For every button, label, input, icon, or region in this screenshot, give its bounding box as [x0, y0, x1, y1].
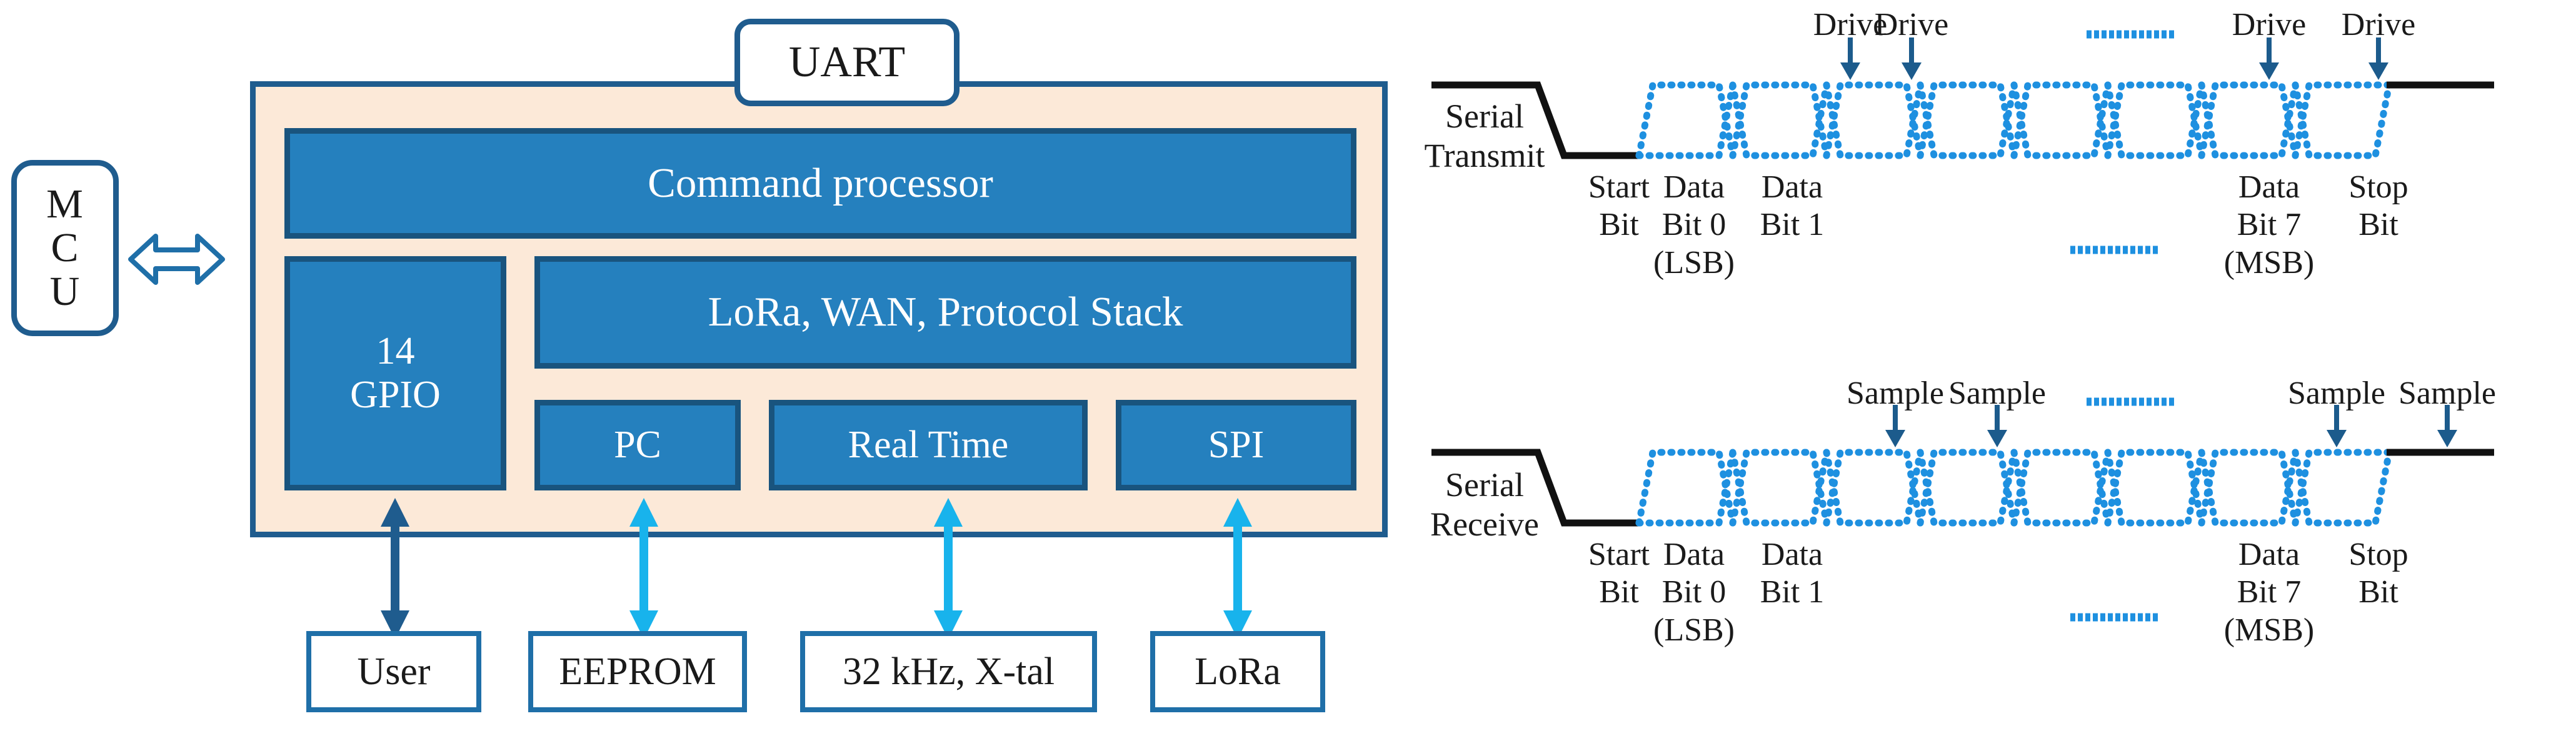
xtal-connection-arrow-icon [931, 497, 965, 640]
tx-drive-arrow-icons [1840, 37, 2388, 80]
rx-data-eye-pattern [1635, 449, 2393, 527]
tx-data-bit7-line3: (MSB) [2223, 244, 2315, 281]
rx-start-bit-label: Start Bit [1563, 536, 1675, 612]
rx-start-bit-line2: Bit [1599, 574, 1639, 610]
peripheral-eeprom-label: EEPROM [559, 650, 716, 693]
rx-data-bit0-label: Data Bit 0 (LSB) [1638, 536, 1750, 649]
mcu-letter-m: M [46, 181, 84, 227]
tx-data-bit0-line2: Bit 0 [1661, 207, 1727, 243]
rx-data-bit7-line1: Data [2238, 537, 2300, 572]
soc-block-diagram: M C U UART Command processor 14 GPIO LoR… [11, 19, 1388, 712]
tx-start-bit-line1: Start [1588, 169, 1650, 205]
rx-start-bit-solid-trace [1431, 449, 1639, 527]
tx-data-bit1-line2: Bit 1 [1760, 207, 1825, 243]
serial-transmit-signal-name: Serial Transmit [1413, 97, 1556, 175]
lora-connection-arrow-icon [1221, 497, 1255, 640]
uart-timing-diagrams: Serial Transmit Drive Drive Drive Drive [1406, 0, 2576, 736]
serial-transmit-waveform [1431, 30, 2494, 254]
rx-data-bit7-label: Data Bit 7 (MSB) [2213, 536, 2325, 649]
tx-data-bit7-line1: Data [2238, 169, 2300, 205]
tx-data-bit0-label: Data Bit 0 (LSB) [1638, 169, 1750, 282]
gpio-count-label: 14 [376, 330, 415, 373]
peripheral-user-label: User [357, 650, 431, 693]
rx-data-bit1-line1: Data [1761, 537, 1823, 572]
rx-data-bit7-line2: Bit 7 [2237, 574, 2302, 610]
mcu-bidirectional-arrow-icon [128, 231, 225, 287]
tx-data-bit1-label: Data Bit 1 [1736, 169, 1848, 244]
rx-data-bit7-line3: (MSB) [2223, 612, 2315, 648]
tx-data-bit0-line1: Data [1663, 169, 1725, 205]
protocol-stack-block[interactable]: LoRa, WAN, Protocol Stack [534, 256, 1356, 369]
rx-stop-bit-label: Stop Bit [2322, 536, 2435, 612]
peripheral-xtal-box[interactable]: 32 kHz, X-tal [800, 631, 1097, 712]
serial-receive-name-line1: Serial [1445, 466, 1524, 504]
serial-transmit-name-line2: Transmit [1424, 136, 1545, 174]
tx-drive-annotation-2: Drive [1874, 7, 1949, 42]
mcu-letter-c: C [51, 225, 79, 271]
pc-block[interactable]: PC [534, 400, 741, 490]
peripheral-lora-label: LoRa [1195, 650, 1281, 693]
rx-data-bit0-line3: (LSB) [1653, 612, 1735, 648]
rx-data-bit0-line1: Data [1663, 537, 1725, 572]
mcu-letter-u: U [49, 268, 81, 314]
tx-data-bit0-line3: (LSB) [1653, 244, 1735, 281]
tx-start-bit-solid-trace [1431, 81, 1639, 159]
spi-label: SPI [1208, 423, 1265, 466]
tx-stop-bit-line1: Stop [2348, 169, 2408, 205]
peripheral-eeprom-box[interactable]: EEPROM [528, 631, 747, 712]
tx-data-eye-pattern [1635, 81, 2393, 159]
rx-sample-arrow-icons [1885, 405, 2457, 447]
tx-start-bit-label: Start Bit [1563, 169, 1675, 244]
serial-transmit-name-line1: Serial [1445, 97, 1524, 135]
rx-data-bit0-line2: Bit 0 [1661, 574, 1727, 610]
tx-start-bit-line2: Bit [1599, 207, 1639, 243]
rx-start-bit-line1: Start [1588, 537, 1650, 572]
tx-drive-annotation-3: Drive [2232, 7, 2307, 42]
rx-stop-bit-line2: Bit [2358, 574, 2398, 610]
gpio-block[interactable]: 14 GPIO [284, 256, 506, 490]
tx-stop-bit-line2: Bit [2358, 207, 2398, 243]
tx-data-bit1-line1: Data [1761, 169, 1823, 205]
tx-drive-annotation-1: Drive [1813, 7, 1888, 42]
spi-block[interactable]: SPI [1116, 400, 1356, 490]
rx-data-bit1-label: Data Bit 1 [1736, 536, 1848, 612]
real-time-block[interactable]: Real Time [769, 400, 1088, 490]
mcu-box[interactable]: M C U [11, 160, 119, 336]
serial-receive-signal-name: Serial Receive [1413, 465, 1556, 544]
gpio-label: GPIO [350, 373, 441, 416]
user-connection-arrow-icon [378, 497, 412, 640]
pc-label: PC [614, 423, 661, 466]
protocol-stack-label: LoRa, WAN, Protocol Stack [708, 289, 1183, 336]
tx-data-bit7-line2: Bit 7 [2237, 207, 2302, 243]
tx-drive-annotation-4: Drive [2341, 7, 2416, 42]
command-processor-block[interactable]: Command processor [284, 128, 1356, 239]
rx-stop-bit-line1: Stop [2348, 537, 2408, 572]
uart-interface-box[interactable]: UART [734, 19, 960, 106]
peripheral-xtal-label: 32 kHz, X-tal [842, 650, 1055, 693]
serial-receive-name-line2: Receive [1430, 505, 1539, 543]
real-time-label: Real Time [848, 423, 1009, 466]
peripheral-lora-box[interactable]: LoRa [1150, 631, 1325, 712]
tx-data-bit7-label: Data Bit 7 (MSB) [2213, 169, 2325, 282]
rx-data-bit1-line2: Bit 1 [1760, 574, 1825, 610]
command-processor-label: Command processor [648, 159, 993, 206]
peripheral-user-box[interactable]: User [306, 631, 481, 712]
eeprom-connection-arrow-icon [627, 497, 661, 640]
serial-receive-waveform [1431, 397, 2494, 622]
uart-label: UART [788, 38, 906, 86]
tx-stop-bit-label: Stop Bit [2322, 169, 2435, 244]
